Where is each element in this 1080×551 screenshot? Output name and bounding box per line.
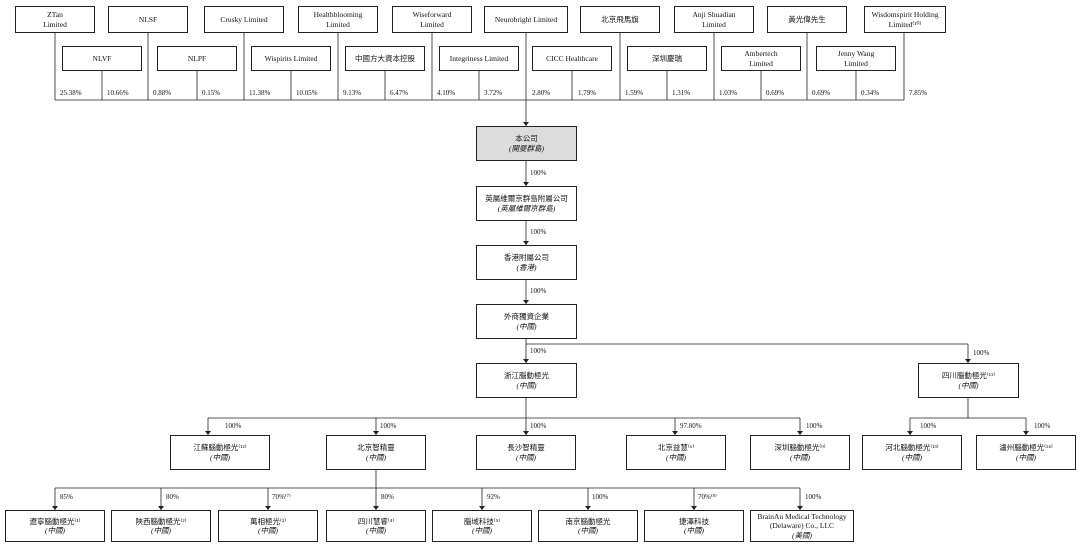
wanxiang-box: 萬相極光⁽³⁾(中國) — [218, 510, 318, 542]
pct-label: 1.59% — [625, 89, 644, 97]
pct-label: 100% — [530, 287, 547, 295]
hk-subsidiary-box: 香港附屬公司(香港) — [476, 245, 577, 280]
pct-label: 100% — [920, 422, 937, 430]
changsha-zhijingling-box: 長沙智精靈(中國) — [476, 435, 576, 470]
pct-label: 80% — [381, 493, 394, 501]
pct-label: 11.38% — [249, 89, 271, 97]
pct-label: 0.88% — [153, 89, 172, 97]
pct-label: 1.03% — [719, 89, 738, 97]
shareholder-beijing-feimaqi: 北京飛馬旗 — [580, 6, 660, 33]
pct-label: 100% — [530, 347, 547, 355]
wfoe-box: 外商獨資企業(中國) — [476, 304, 577, 339]
pct-label: 4.10% — [437, 89, 456, 97]
pct-label: 3.72% — [484, 89, 503, 97]
pct-label: 1.79% — [578, 89, 597, 97]
shareholder-integriness: Integriness Limited — [439, 46, 519, 71]
shareholder-china-fangda: 中國方大資本控股 — [345, 46, 425, 71]
shareholder-wispirits: Wispirits Limited — [251, 46, 331, 71]
pct-label: 0.69% — [812, 89, 831, 97]
pct-label: 70%⁽⁸⁾ — [698, 493, 717, 501]
pct-label: 1.31% — [672, 89, 691, 97]
shareholder-ztan: ZTan Limited — [15, 6, 95, 33]
company-box: 本公司(開曼群島) — [476, 126, 577, 161]
shareholder-huang-guangwei: 黃光偉先生 — [767, 6, 847, 33]
pct-label: 70%⁽⁷⁾ — [272, 493, 291, 501]
pct-label: 80% — [166, 493, 179, 501]
pct-label: 100% — [592, 493, 609, 501]
shareholder-cicc-healthcare: CICC Healthcare — [532, 46, 612, 71]
pct-label: 100% — [806, 422, 823, 430]
pct-label: 25.38% — [60, 89, 82, 97]
shenzhen-box: 深圳腦動極光⁽⁹⁾(中國) — [750, 435, 850, 470]
shareholder-nlvf: NLVF — [62, 46, 142, 71]
pct-label: 0.69% — [766, 89, 785, 97]
jiangsu-box: 江蘇腦動極光⁽¹²⁾(中國) — [170, 435, 270, 470]
pct-label: 100% — [225, 422, 242, 430]
shareholder-nlpf: NLPF — [157, 46, 237, 71]
shareholder-wisdomspirit: Wisdomspirit Holding Limited⁽¹⁰⁾ — [864, 6, 946, 33]
shareholder-wiseforward: Wiseforward Limited — [392, 6, 472, 33]
sichuan-top-box: 四川腦動極光⁽¹¹⁾(中國) — [918, 363, 1019, 398]
pct-label: 0.15% — [202, 89, 221, 97]
naoyu-box: 腦域科技⁽⁵⁾(中國) — [432, 510, 532, 542]
pct-label: 100% — [1034, 422, 1051, 430]
shareholder-shenzhen-qingrui: 深圳慶瑞 — [627, 46, 707, 71]
shareholder-jenny-wang: Jenny Wang Limited — [816, 46, 896, 71]
shareholder-nlsf: NLSF — [108, 6, 188, 33]
shareholder-ambertech: Ambertech Limited — [721, 46, 801, 71]
pct-label: 7.85% — [909, 89, 928, 97]
pct-label: 100% — [380, 422, 397, 430]
pct-label: 100% — [805, 493, 822, 501]
bvi-subsidiary-box: 英屬維爾京群島附屬公司(英屬維爾京群島) — [476, 186, 577, 221]
pct-label: 2.80% — [532, 89, 551, 97]
liaoning-box: 遼寧腦動極光⁽¹⁾(中國) — [5, 510, 105, 542]
pct-label: 97.80% — [680, 422, 702, 430]
pct-label: 10.05% — [296, 89, 318, 97]
pct-label: 92% — [487, 493, 500, 501]
luzhou-box: 瀘州腦動極光⁽¹⁴⁾(中國) — [976, 435, 1076, 470]
shareholder-healthblooming: Healthblooming Limited — [298, 6, 378, 33]
pct-label: 100% — [530, 169, 547, 177]
pct-label: 100% — [530, 422, 547, 430]
shaanxi-box: 陝西腦動極光⁽²⁾(中國) — [111, 510, 211, 542]
pct-label: 6.47% — [390, 89, 409, 97]
pct-label: 100% — [973, 349, 990, 357]
beijing-zhijingling-box: 北京智精靈(中國) — [326, 435, 426, 470]
shareholder-neurobright: Neurobright Limited — [484, 6, 568, 33]
sichuan-huirui-box: 四川慧睿⁽⁴⁾(中國) — [326, 510, 426, 542]
hebei-box: 河北腦動極光⁽¹³⁾(中國) — [862, 435, 962, 470]
nanjing-box: 南京腦動極光(中國) — [538, 510, 638, 542]
shareholder-crusky: Crusky Limited — [204, 6, 284, 33]
pct-label: 100% — [530, 228, 547, 236]
beijing-yihui-box: 北京益慧⁽⁶⁾(中國) — [626, 435, 726, 470]
pct-label: 85% — [60, 493, 73, 501]
brainau-box: BrainAu Medical Technology (Delaware) Co… — [750, 510, 854, 542]
shareholder-anji-shuadian: Anji Shuadian Limited — [674, 6, 754, 33]
pct-label: 10.66% — [107, 89, 129, 97]
pct-label: 9.13% — [343, 89, 362, 97]
pct-label: 0.34% — [861, 89, 880, 97]
zhejiang-box: 浙江腦動極光(中國) — [476, 363, 577, 398]
jieze-box: 捷澤科技(中國) — [644, 510, 744, 542]
